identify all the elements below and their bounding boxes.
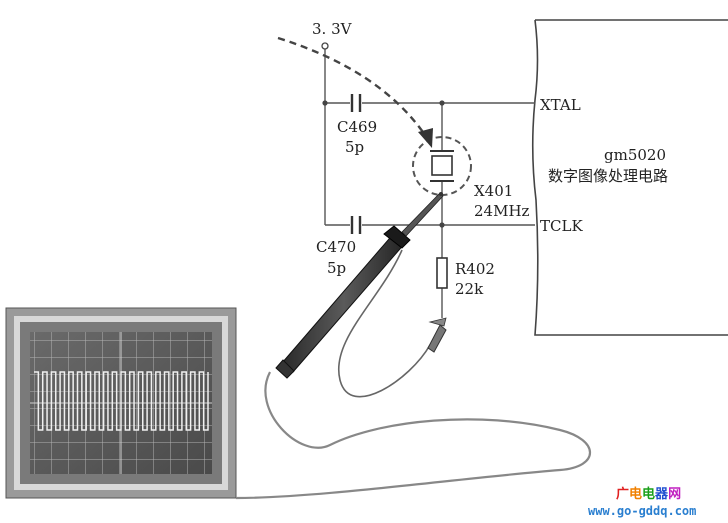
oscilloscope — [5, 307, 237, 499]
x401-ref: X401 — [474, 182, 513, 200]
ground-clip — [427, 324, 447, 353]
x401-value: 24MHz — [474, 202, 530, 220]
ground-lead — [337, 249, 431, 398]
watermark-char: 网 — [668, 487, 681, 502]
c469-value: 5p — [345, 138, 364, 156]
pin-xtal-label: XTAL — [540, 96, 581, 114]
oscilloscope-waveform — [34, 371, 209, 431]
waveform-trace — [34, 371, 209, 431]
capacitor-c470: C470 5p — [316, 216, 362, 277]
c470-ref: C470 — [316, 238, 356, 256]
chip-labels: XTAL TCLK gm5020 数字图像处理电路 — [540, 96, 668, 235]
watermark-url: www.go-gddq.com — [588, 504, 696, 518]
probe-cable — [235, 371, 591, 500]
probe-tip — [401, 192, 444, 237]
resistor-r402: R402 22k — [436, 257, 495, 298]
supply-label: 3. 3V — [312, 20, 353, 38]
pin-tclk-label: TCLK — [540, 217, 583, 235]
watermark-char: 广 — [616, 486, 629, 502]
capacitor-c469: C469 5p — [337, 94, 377, 156]
c469-ref: C469 — [337, 118, 377, 136]
chip-description: 数字图像处理电路 — [548, 167, 668, 185]
watermark-char: 器 — [654, 487, 669, 502]
c470-value: 5p — [327, 259, 346, 277]
pointer-arrow — [277, 36, 433, 148]
watermark-title: 广电电器网 — [616, 486, 681, 502]
watermark-char: 电 — [629, 486, 642, 502]
chip-name: gm5020 — [604, 146, 666, 164]
junction-dots — [322, 100, 445, 228]
ic-chip — [531, 19, 728, 336]
watermark: 广电电器网 www.go-gddq.com — [588, 486, 696, 518]
probe — [235, 192, 591, 500]
supply-terminal: 3. 3V — [312, 20, 353, 50]
watermark-char: 电 — [642, 486, 655, 502]
r402-ref: R402 — [455, 260, 495, 278]
r402-value: 22k — [455, 280, 484, 298]
